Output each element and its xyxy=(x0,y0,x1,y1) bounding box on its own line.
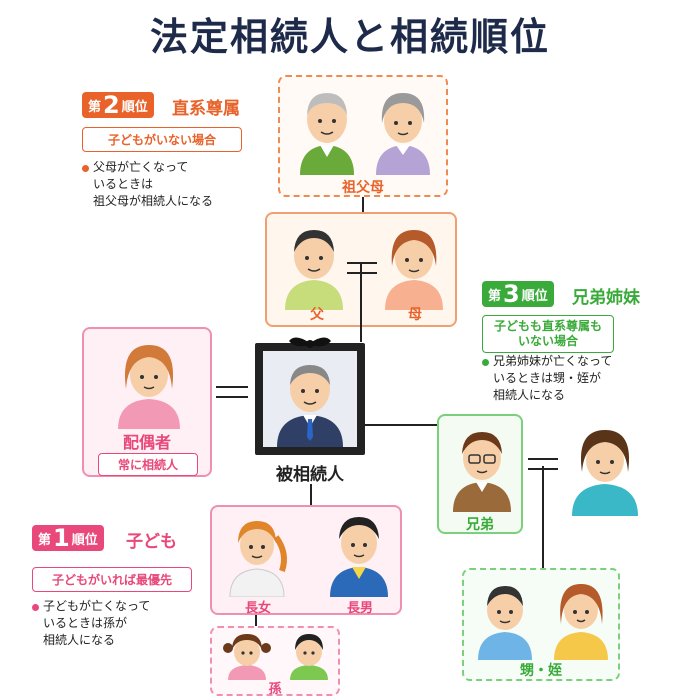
rank2-note: 父母が亡くなって いるときは 祖父母が相続人になる xyxy=(93,160,214,208)
niece-portrait xyxy=(554,584,608,660)
rank1-title: 子ども xyxy=(126,532,177,552)
rank2-condition: 子どもがいない場合 xyxy=(82,127,242,152)
mother-portrait xyxy=(385,230,443,310)
nephew-portrait xyxy=(478,586,532,660)
rank3-note: 兄弟姉妹が亡くなって いるときは甥・姪が 相続人になる xyxy=(493,354,613,402)
sibling-box: 兄弟 xyxy=(437,414,523,534)
grandparents-box: 祖父母 xyxy=(278,75,448,197)
nephew-niece-label: 甥・姪 xyxy=(520,663,562,679)
spouse-note: 常に相続人 xyxy=(98,453,198,476)
spouse-marriage-line xyxy=(216,386,248,398)
grandmother-portrait xyxy=(376,93,430,175)
parents-marriage-line xyxy=(347,262,377,274)
deceased-label: 被相続人 xyxy=(276,465,344,485)
rank3-bullet-dot xyxy=(482,359,489,366)
eldest-son-label: 長男 xyxy=(346,601,373,616)
grandchildren-box: 孫 xyxy=(210,626,340,697)
deceased-portrait xyxy=(277,365,343,447)
father-label: 父 xyxy=(310,307,324,323)
connector-grandparents-parents xyxy=(362,197,364,213)
mother-label: 母 xyxy=(408,307,422,323)
grandchildren-label: 孫 xyxy=(268,682,282,697)
grandson-portrait xyxy=(290,634,328,680)
rank2-title: 直系尊属 xyxy=(172,99,240,119)
rank1-bullet-dot xyxy=(32,604,39,611)
eldest-daughter-label: 長女 xyxy=(244,601,271,616)
connector-deceased-sibling xyxy=(365,424,437,426)
rank2-bullet-dot xyxy=(82,165,89,172)
spouse-box: 配偶者 常に相続人 xyxy=(82,327,212,477)
connector-sibling-nephews xyxy=(542,466,544,570)
granddaughter-portrait xyxy=(223,634,271,680)
sibling-label: 兄弟 xyxy=(466,517,494,533)
connector-daughter-grandchildren xyxy=(255,615,257,627)
eldest-daughter-portrait xyxy=(229,521,287,597)
mourning-ribbon-icon xyxy=(289,337,331,348)
connector-parents-deceased xyxy=(360,264,362,342)
nephew-niece-box: 甥・姪 xyxy=(462,568,620,681)
sibling-spouse-portrait xyxy=(572,430,638,516)
sibling-portrait xyxy=(453,432,511,512)
rank1-note: 子どもが亡くなって いるときは孫が 相続人になる xyxy=(43,599,151,647)
rank3-condition: 子どもも直系尊属も いない場合 xyxy=(482,315,614,353)
spouse-label: 配偶者 xyxy=(122,433,171,452)
spouse-portrait xyxy=(118,345,180,429)
deceased-frame xyxy=(255,337,365,455)
rank1-condition: 子どもがいれば最優先 xyxy=(32,567,192,592)
rank3-title: 兄弟姉妹 xyxy=(572,288,640,308)
father-portrait xyxy=(285,230,343,310)
grandfather-portrait xyxy=(300,93,354,175)
connector-deceased-children xyxy=(310,484,312,506)
children-box: 長女 長男 xyxy=(210,505,402,616)
page-title: 法定相続人と相続順位 xyxy=(149,15,550,59)
eldest-son-portrait xyxy=(330,517,388,597)
grandparents-label: 祖父母 xyxy=(342,180,384,196)
